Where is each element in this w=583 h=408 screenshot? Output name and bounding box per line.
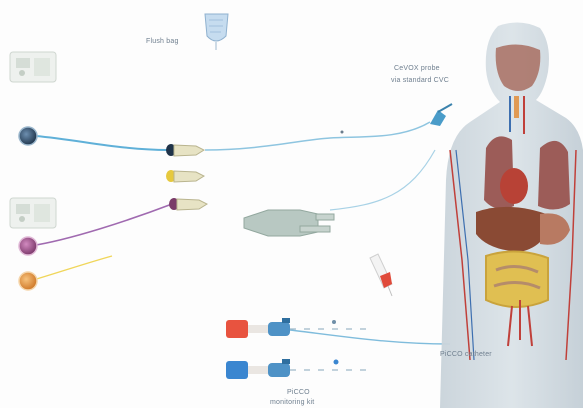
flush-bag-label: Flush bag bbox=[146, 37, 179, 46]
probe-connector bbox=[430, 104, 452, 126]
monitor-port-icon bbox=[10, 52, 56, 82]
probe-label-line2: via standard CVC bbox=[391, 76, 449, 85]
plug-connector-3 bbox=[169, 198, 207, 210]
monitoring-kit-label-line1: PiCCO bbox=[287, 388, 310, 397]
syringe-icon bbox=[370, 254, 392, 296]
pressure-transducer bbox=[244, 210, 334, 236]
flush-bag-icon bbox=[205, 14, 228, 50]
cable-blue bbox=[36, 136, 168, 150]
connector-blue bbox=[19, 127, 37, 145]
plug-connector-2 bbox=[166, 170, 204, 182]
catheter-label: PiCCO catheter bbox=[440, 350, 492, 359]
marker-dot bbox=[341, 131, 344, 134]
plug-connector-1 bbox=[166, 144, 204, 156]
monitoring-kit-label-line2: monitoring kit bbox=[270, 398, 314, 407]
connector-orange bbox=[19, 272, 37, 290]
monitor-port-icon-lower bbox=[10, 198, 56, 228]
cable-blue-to-probe bbox=[205, 122, 430, 150]
transducer-blue bbox=[226, 359, 370, 379]
cable-to-catheter bbox=[290, 330, 450, 344]
cable-yellow bbox=[30, 256, 112, 281]
connector-purple bbox=[19, 237, 37, 255]
cable-from-transducer bbox=[330, 150, 435, 210]
probe-label-line1: CeVOX probe bbox=[394, 64, 440, 73]
transducer-red bbox=[226, 318, 370, 338]
